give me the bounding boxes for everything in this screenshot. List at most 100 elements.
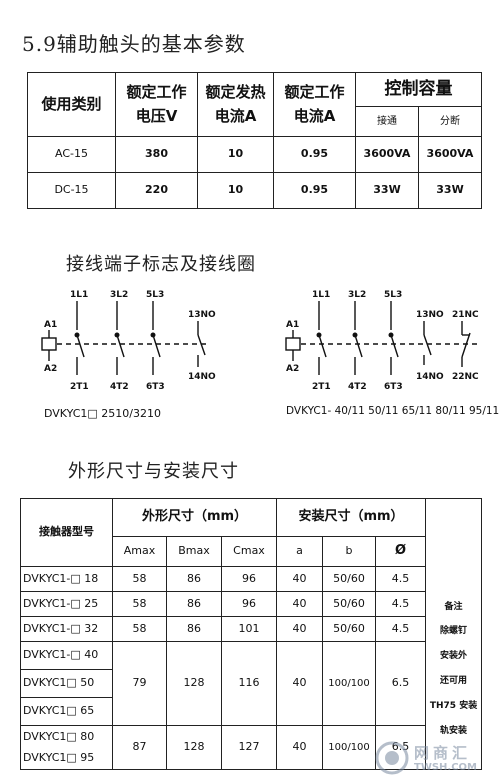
amax-cell: 58 — [112, 566, 167, 592]
terminal-label: 3L2 — [348, 290, 366, 300]
cmax-cell: 101 — [220, 616, 278, 642]
table-row: DVKYC1-□ 40 79 128 116 40 100/100 6.5 — [20, 641, 482, 726]
model-cell: DVKYC1-□ 18 — [20, 566, 113, 592]
table-row: DVKYC1□ 65 — [20, 697, 482, 726]
terminal-label: 5L3 — [384, 290, 402, 300]
aux-contact-no — [197, 321, 206, 367]
aux-params-table: 使用类别 额定工作 电压V 额定发热 电流A 额定工作 电流A 控制容量 接通 … — [27, 72, 482, 209]
coil-bottom-label: A2 — [44, 364, 57, 374]
terminal-label: 2T1 — [312, 382, 331, 392]
b-cell: 100/100 — [322, 641, 377, 726]
header-break: 分断 — [418, 106, 482, 137]
cmax-cell: 96 — [220, 591, 278, 617]
phi-cell: 4.5 — [375, 566, 427, 592]
header-control-capacity: 控制容量 — [355, 72, 482, 107]
dimensions-title: 外形尺寸与安装尺寸 — [68, 461, 239, 482]
watermark-icon — [375, 741, 409, 775]
terminal-label: 2T1 — [70, 382, 89, 392]
wiring-diagram-left: A1 A2 1L1 3L2 5L3 13NO 2T1 4T2 6T3 14NO — [41, 290, 216, 392]
header-cmax: Cmax — [220, 536, 278, 567]
header-rated-voltage-line2: 电压V — [135, 106, 178, 125]
wiring-right-caption: DVKYC1- 40/11 50/11 65/11 80/11 95/11 — [286, 405, 500, 417]
voltage-cell: 380 — [115, 136, 198, 173]
amax-cell: 58 — [112, 591, 167, 617]
bmax-cell: 128 — [166, 725, 222, 770]
dimensions-table: 接触器型号 外形尺寸（mm） 安装尺寸（mm） 备注 除螺钉 安装外 还可用 T… — [20, 498, 483, 770]
header-rated-current-line1: 额定工作 — [284, 83, 345, 102]
a-cell: 40 — [276, 566, 324, 592]
a-cell: 40 — [276, 641, 324, 726]
coil-symbol — [285, 337, 301, 351]
header-bmax: Bmax — [166, 536, 222, 567]
bmax-cell: 86 — [166, 616, 222, 642]
phi-cell: 6.5 — [375, 641, 427, 726]
watermark-sub: TWSH.COM — [414, 762, 478, 773]
current-cell: 0.95 — [273, 136, 356, 173]
table-row: DVKYC1□ 80 DVKYC1□ 95 87 128 127 40 100/… — [20, 725, 482, 770]
terminal-label: 4T2 — [110, 382, 129, 392]
remark-line: 备注 — [444, 601, 463, 612]
category-cell: DC-15 — [27, 172, 116, 209]
table-row: AC-15 380 10 0.95 3600VA 3600VA — [27, 136, 482, 173]
table-row: DVKYC1□ 50 — [20, 669, 482, 698]
model-cell: DVKYC1□ 50 — [20, 669, 113, 698]
aux-params-title: 5.9辅助触头的基本参数 — [22, 32, 246, 56]
header-amax: Amax — [112, 536, 167, 567]
coil-top-label: A1 — [286, 320, 299, 330]
cmax-cell: 96 — [220, 566, 278, 592]
header-make: 接通 — [355, 106, 419, 137]
remark-line: 还可用 — [440, 676, 468, 686]
header-a: a — [276, 536, 324, 567]
header-thermal-current-line1: 额定发热 — [205, 83, 266, 102]
table-row: DVKYC1-□ 25 58 86 96 40 50/60 4.5 — [20, 591, 482, 617]
model-cell-group: DVKYC1□ 80 DVKYC1□ 95 — [20, 725, 113, 770]
header-model: 接触器型号 — [20, 498, 113, 567]
model-cell: DVKYC1□ 65 — [20, 697, 113, 726]
amax-cell: 87 — [112, 725, 167, 770]
remark-line: 除螺钉 — [440, 626, 468, 637]
header-b: b — [322, 536, 377, 567]
main-contact-1 — [74, 301, 85, 375]
coil-top-label: A1 — [44, 320, 57, 330]
terminal-label: 14NO — [416, 372, 444, 382]
remark-line: 安装外 — [440, 651, 468, 662]
terminal-label: 13NO — [416, 310, 444, 320]
phi-cell: 4.5 — [375, 591, 427, 617]
main-contact-2 — [114, 301, 125, 375]
main-contact-2 — [352, 301, 363, 375]
main-contact-1 — [316, 301, 327, 375]
coil-bottom-label: A2 — [286, 364, 299, 374]
bmax-cell: 86 — [166, 591, 222, 617]
aux-contact-nc — [461, 321, 471, 367]
model-cell: DVKYC1□ 80 — [23, 729, 95, 743]
wiring-title: 接线端子标志及接线圈 — [66, 254, 256, 275]
watermark-text: 网商汇 — [414, 744, 472, 762]
wiring-left-caption: DVKYC1□ 2510/3210 — [44, 407, 162, 420]
bmax-cell: 86 — [166, 566, 222, 592]
main-contact-3 — [150, 301, 161, 375]
remark-line: 轨安装 — [440, 725, 468, 736]
terminal-label: 21NC — [452, 310, 479, 320]
table-row: DC-15 220 10 0.95 33W 33W — [27, 172, 482, 209]
header-category: 使用类别 — [27, 72, 116, 137]
phi-cell: 4.5 — [375, 616, 427, 642]
cmax-cell: 127 — [220, 725, 278, 770]
terminal-label: 13NO — [188, 310, 216, 320]
heat-cell: 10 — [197, 136, 274, 173]
terminal-label: 4T2 — [348, 382, 367, 392]
wiring-diagram-right: A1 A2 1L1 3L2 5L3 13NO 21NC 2T1 4T2 6T3 — [285, 290, 480, 392]
make-cell: 33W — [355, 172, 419, 209]
make-cell: 3600VA — [355, 136, 419, 173]
header-outline-dims: 外形尺寸（mm） — [111, 498, 278, 537]
amax-cell: 58 — [112, 616, 167, 642]
voltage-cell: 220 — [115, 172, 198, 209]
header-rated-voltage: 额定工作 电压V — [115, 72, 198, 137]
terminal-label: 1L1 — [70, 290, 88, 300]
header-rated-current: 额定工作 电流A — [273, 72, 356, 137]
header-thermal-current-line2: 电流A — [214, 106, 257, 125]
amax-cell: 79 — [112, 641, 167, 726]
current-cell: 0.95 — [273, 172, 356, 209]
table-row: DVKYC1-□ 32 58 86 101 40 50/60 4.5 — [20, 616, 482, 642]
b-cell: 50/60 — [322, 616, 377, 642]
terminal-label: 1L1 — [312, 290, 330, 300]
